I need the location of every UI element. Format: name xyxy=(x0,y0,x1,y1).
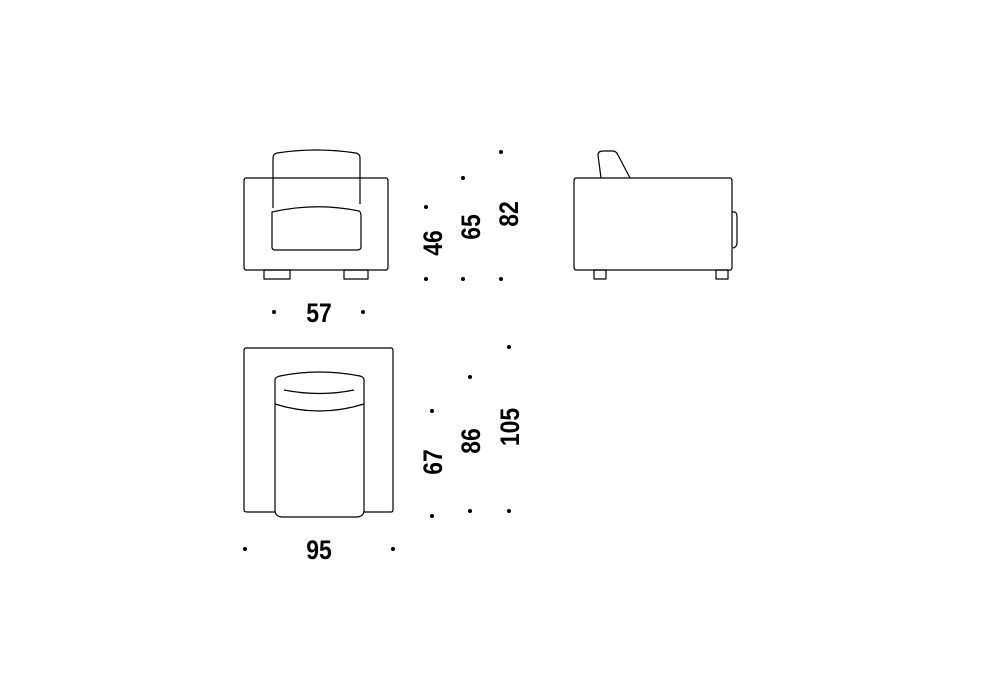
plan-view xyxy=(243,347,394,518)
dim-dot xyxy=(361,310,365,314)
dim-dot xyxy=(424,277,428,281)
plan-cushion-crown xyxy=(283,389,355,395)
dim-total-height: 82 xyxy=(494,201,524,227)
dim-dot xyxy=(507,509,511,513)
side-arm-protrusion xyxy=(732,211,738,249)
dim-dot xyxy=(430,409,434,413)
dim-seat-height: 46 xyxy=(418,230,448,256)
side-leg-back xyxy=(715,269,729,280)
dim-dot xyxy=(430,514,434,518)
dim-dot xyxy=(499,277,503,281)
dim-dot xyxy=(272,310,276,314)
dim-dot xyxy=(243,547,247,551)
dim-dot xyxy=(424,205,428,209)
dim-total-depth: 105 xyxy=(495,408,525,446)
dim-front-width: 57 xyxy=(306,298,332,328)
seat-cushion xyxy=(271,206,362,251)
side-leg-front xyxy=(593,269,607,280)
dim-inner-depth: 86 xyxy=(456,428,486,454)
back-rest xyxy=(597,150,631,179)
side-body xyxy=(573,177,733,271)
dim-dot xyxy=(507,345,511,349)
armchair-body xyxy=(243,177,389,271)
dim-plan-width: 95 xyxy=(306,535,332,565)
dim-dot xyxy=(468,509,472,513)
back-cushion xyxy=(272,149,361,208)
dim-arm-height: 65 xyxy=(456,214,486,240)
dim-dot xyxy=(468,375,472,379)
plan-cushion-edge xyxy=(274,403,365,412)
dim-seat-depth: 67 xyxy=(418,449,448,475)
leg-left xyxy=(263,269,291,280)
dim-dot xyxy=(461,277,465,281)
dim-dot xyxy=(391,547,395,551)
plan-outline xyxy=(243,347,394,513)
leg-right xyxy=(343,269,369,280)
dimension-dots xyxy=(243,150,511,551)
plan-seat-cushion xyxy=(274,371,365,518)
side-view xyxy=(573,150,738,280)
dim-dot xyxy=(461,176,465,180)
front-view xyxy=(243,149,389,280)
dim-dot xyxy=(499,150,503,154)
dimension-labels: 46 65 82 57 67 86 105 95 xyxy=(306,201,525,565)
